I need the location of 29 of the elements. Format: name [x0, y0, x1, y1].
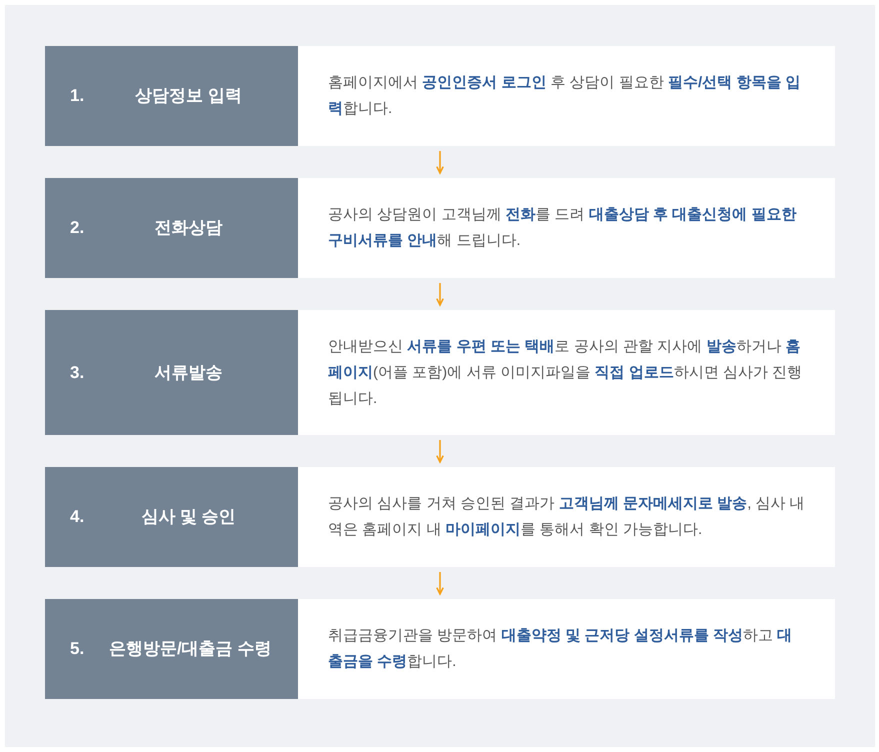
description-text: 안내받으신 서류를 우편 또는 택배로 공사의 관할 지사에 발송하거나 홈페이지(어플 포함)에 서류 이미지파일을 직접 업로드하시면 심사가 진행됩니다.: [328, 336, 804, 408]
description-box: [298, 178, 835, 278]
step-number: 5.: [70, 638, 86, 660]
arrow: [436, 572, 444, 595]
step-title: 심사 및 승인: [140, 506, 237, 528]
step-title: 상담정보 입력: [134, 85, 243, 108]
arrow: [436, 440, 444, 463]
step-box: [45, 178, 298, 278]
step-title: 전화상담: [154, 217, 224, 240]
step-number: 4.: [70, 506, 86, 528]
step-number: 3.: [70, 362, 86, 384]
description-box: [298, 599, 835, 699]
description-box: [298, 310, 835, 435]
step-title: 서류발송: [154, 362, 224, 384]
arrow: [436, 151, 444, 174]
description-text: 공사의 상담원이 고객님께 전화를 드려 대출상담 후 대출신청에 필요한 구비서류를 안내해 드립니다.: [328, 205, 798, 251]
step-box: [45, 599, 298, 699]
arrow: [436, 283, 444, 306]
step-title: 은행방문/대출금 수령: [109, 638, 272, 660]
step-box: [45, 467, 298, 567]
step-box: [45, 46, 298, 146]
description-text: 홈페이지에서 공인인증서 로그인 후 상담이 필요한 필수/선택 항목을 입력합니다.: [328, 73, 802, 119]
step-box: [45, 310, 298, 435]
description-box: [298, 467, 835, 567]
description-text: 공사의 심사를 거쳐 승인된 결과가 고객님께 문자메세지로 발송, 심사 내역은 홈페이지 내 마이페이지를 통해서 확인 가능합니다.: [328, 494, 805, 540]
description-text: 취급금융기관을 방문하여 대출약정 및 근저당 설정서류를 작성하고 대출금을 수령합니다.: [328, 626, 794, 672]
step-number: 1.: [70, 85, 86, 108]
step-number: 2.: [70, 217, 86, 240]
description-box: [298, 46, 835, 146]
